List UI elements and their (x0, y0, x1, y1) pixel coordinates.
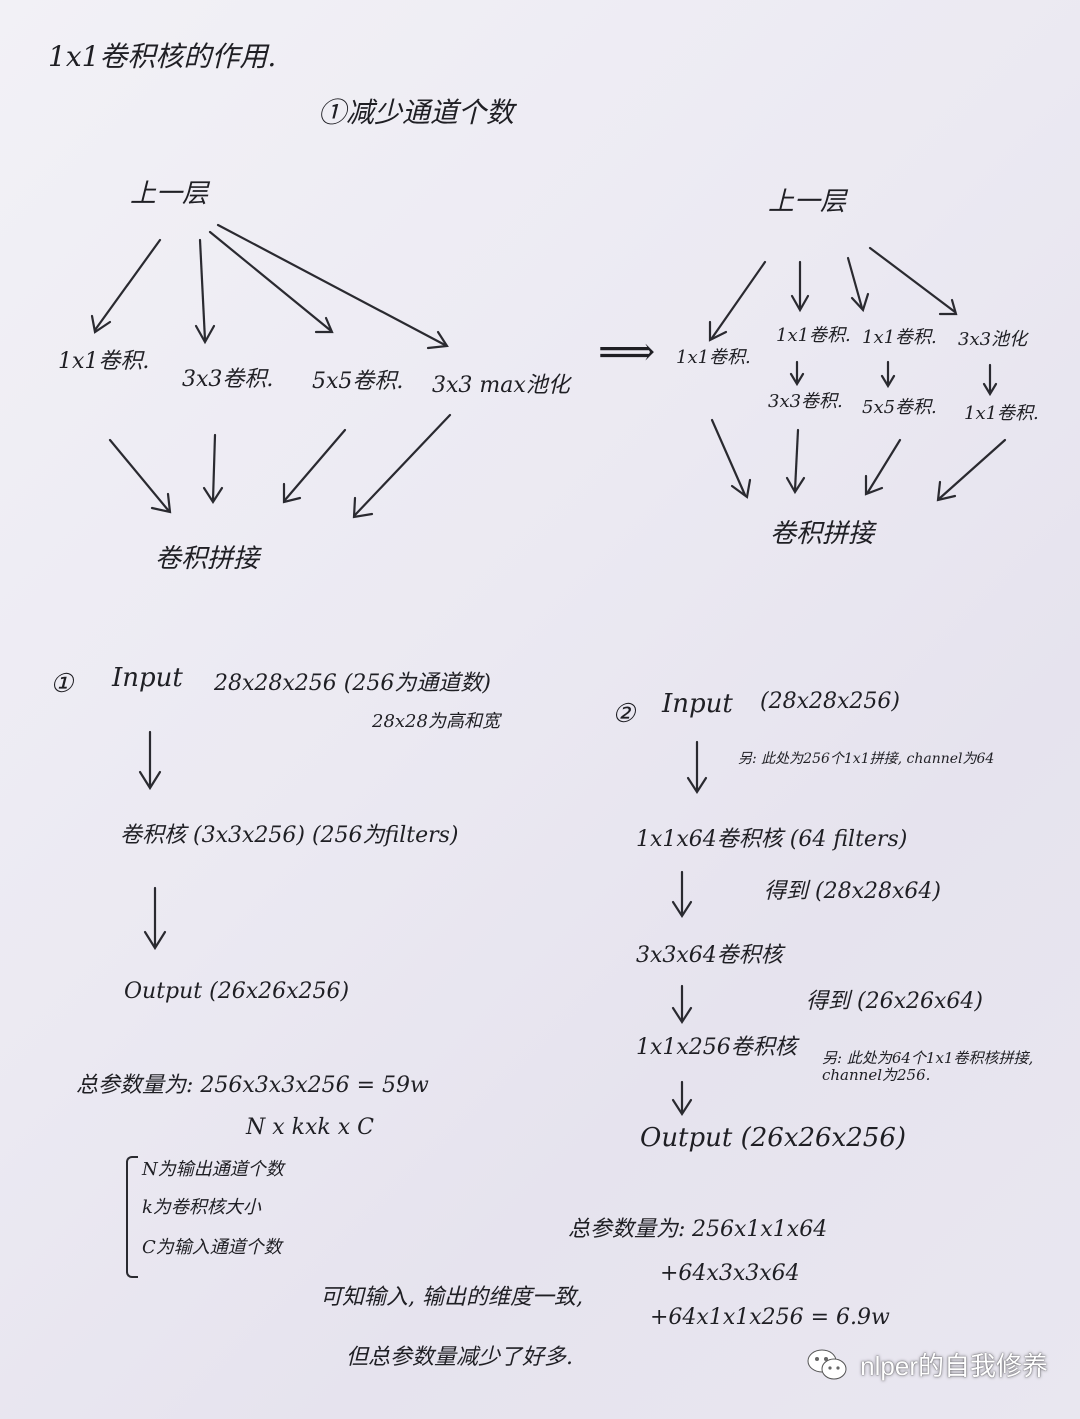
example1-output: Output (26x26x256) (124, 979, 350, 1004)
wechat-icon (806, 1347, 850, 1383)
arrow-left-top-2-head (194, 324, 216, 345)
page-title: 1x1卷积核的作用. (48, 40, 277, 73)
arrow-right-mid-1-head (789, 372, 805, 387)
arrow-right-bot-1 (710, 418, 747, 497)
example1-input-note: 28x28为高和宽 (372, 711, 500, 732)
arrow-right-bot-3 (866, 438, 902, 494)
arrow-right-bot-3-head (864, 474, 884, 496)
arrow-left-top-1-head (90, 314, 112, 334)
arrow-ex2-1-head (686, 776, 708, 795)
arrow-left-bot-1 (108, 438, 170, 512)
example2-result1: 得到 (28x28x64) (764, 879, 941, 904)
example2-marker: ② (612, 699, 636, 729)
example2-note2: 另: 此处为64个1x1卷积核拼接, channel为256. (822, 1049, 1034, 1084)
example2-params-line-1: 256x1x1x64 (692, 1217, 828, 1242)
right-branch-4: 3x3池化 (958, 329, 1028, 350)
arrow-right-bot-1-head (730, 478, 752, 499)
right-branch-3: 1x1卷积. (862, 327, 937, 348)
arrow-right-top-3 (846, 256, 864, 310)
right-branch-6: 5x5卷积. (862, 397, 937, 418)
legend-bracket (126, 1156, 138, 1278)
example2-input-value: (28x28x256) (760, 689, 900, 714)
watermark: nlper的自我修养 (806, 1346, 1048, 1383)
arrow-left-top-1 (93, 238, 162, 332)
arrow-ex1-1-head (138, 770, 162, 791)
arrow-right-top-2-head (790, 294, 810, 313)
right-bottom-concat: 卷积拼接 (770, 519, 875, 549)
left-bottom-concat: 卷积拼接 (155, 544, 260, 574)
arrow-right-top-4-head (938, 298, 958, 316)
left-branch-1: 1x1卷积. (58, 349, 150, 374)
arrow-right-top-1-head (708, 320, 728, 342)
arrow-left-bot-2 (211, 433, 217, 502)
arrow-right-bot-2 (793, 428, 800, 492)
arrow-right-top-4 (868, 246, 957, 314)
example1-formula: N x kxk x C (246, 1115, 374, 1140)
conclusion-line-2: 但总参数量减少了好多. (346, 1345, 573, 1370)
watermark-text: nlper的自我修养 (860, 1351, 1048, 1381)
right-branch-1: 1x1卷积. (676, 347, 751, 368)
example2-input-label: Input (662, 689, 733, 719)
arrow-left-bot-1-head (150, 492, 172, 514)
right-branch-5: 3x3卷积. (768, 391, 843, 412)
example2-params-line-2: +64x3x3x64 (660, 1261, 800, 1286)
left-branch-4: 3x3 max池化 (432, 373, 570, 398)
left-branch-2: 3x3卷积. (182, 367, 274, 392)
arrow-ex2-2-head (671, 900, 693, 919)
arrow-left-top-4-head (426, 330, 449, 350)
right-branch-7: 1x1卷积. (964, 403, 1039, 424)
page-subtitle: ①减少通道个数 (318, 96, 515, 129)
transform-arrow: ⟹ (598, 329, 656, 375)
arrow-right-bot-2-head (785, 476, 806, 495)
example1-legend-k: k为卷积核大小 (142, 1197, 261, 1218)
arrow-right-top-3-head (850, 292, 870, 313)
example1-legend-n: N为输出通道个数 (142, 1159, 284, 1180)
example2-params-line-3: +64x1x1x256 = 6.9w (650, 1305, 890, 1330)
arrow-left-bot-4-head (352, 496, 374, 519)
arrow-right-bot-4 (938, 438, 1007, 500)
example2-params-label: 总参数量为: (568, 1217, 686, 1242)
arrow-left-bot-4 (353, 413, 452, 517)
arrow-right-mid-2-head (880, 374, 896, 389)
arrow-ex2-4-head (671, 1098, 693, 1117)
example1-params: 总参数量为: 256x3x3x256 = 59w (76, 1073, 429, 1098)
example1-kernel: 卷积核 (3x3x256) (256为filters) (120, 823, 459, 848)
example2-kernel1: 1x1x64卷积核 (64 filters) (636, 827, 908, 852)
example1-legend-c: C为输入通道个数 (142, 1237, 282, 1258)
left-branch-3: 5x5卷积. (312, 369, 404, 394)
arrow-left-top-2 (198, 238, 207, 342)
arrow-left-top-4 (216, 223, 447, 347)
example1-marker: ① (50, 669, 74, 699)
arrow-left-top-3 (208, 230, 332, 332)
example1-input-label: Input (112, 663, 183, 693)
arrow-ex2-3-head (671, 1006, 693, 1025)
example2-output: Output (26x26x256) (640, 1123, 907, 1153)
arrow-left-bot-3-head (282, 482, 302, 504)
example2-result2: 得到 (26x26x64) (806, 989, 983, 1014)
right-branch-2: 1x1卷积. (776, 325, 851, 346)
arrow-left-bot-3 (283, 428, 347, 502)
right-top-layer: 上一层 (768, 187, 847, 217)
arrow-left-bot-2-head (202, 486, 224, 505)
arrow-right-top-1 (710, 260, 767, 340)
example2-kernel2: 3x3x64卷积核 (636, 943, 783, 968)
example1-input-value: 28x28x256 (256为通道数) (214, 671, 491, 696)
arrow-right-mid-3-head (982, 382, 998, 397)
conclusion-line-1: 可知输入, 输出的维度一致, (320, 1285, 583, 1310)
arrow-right-bot-4-head (936, 480, 957, 502)
arrow-ex1-2-head (143, 930, 167, 951)
example2-note1: 另: 此处为256个1x1拼接, channel为64 (738, 751, 995, 767)
example2-kernel3: 1x1x256卷积核 (636, 1035, 797, 1060)
left-top-layer: 上一层 (130, 179, 209, 209)
arrow-left-top-3-head (314, 316, 334, 334)
